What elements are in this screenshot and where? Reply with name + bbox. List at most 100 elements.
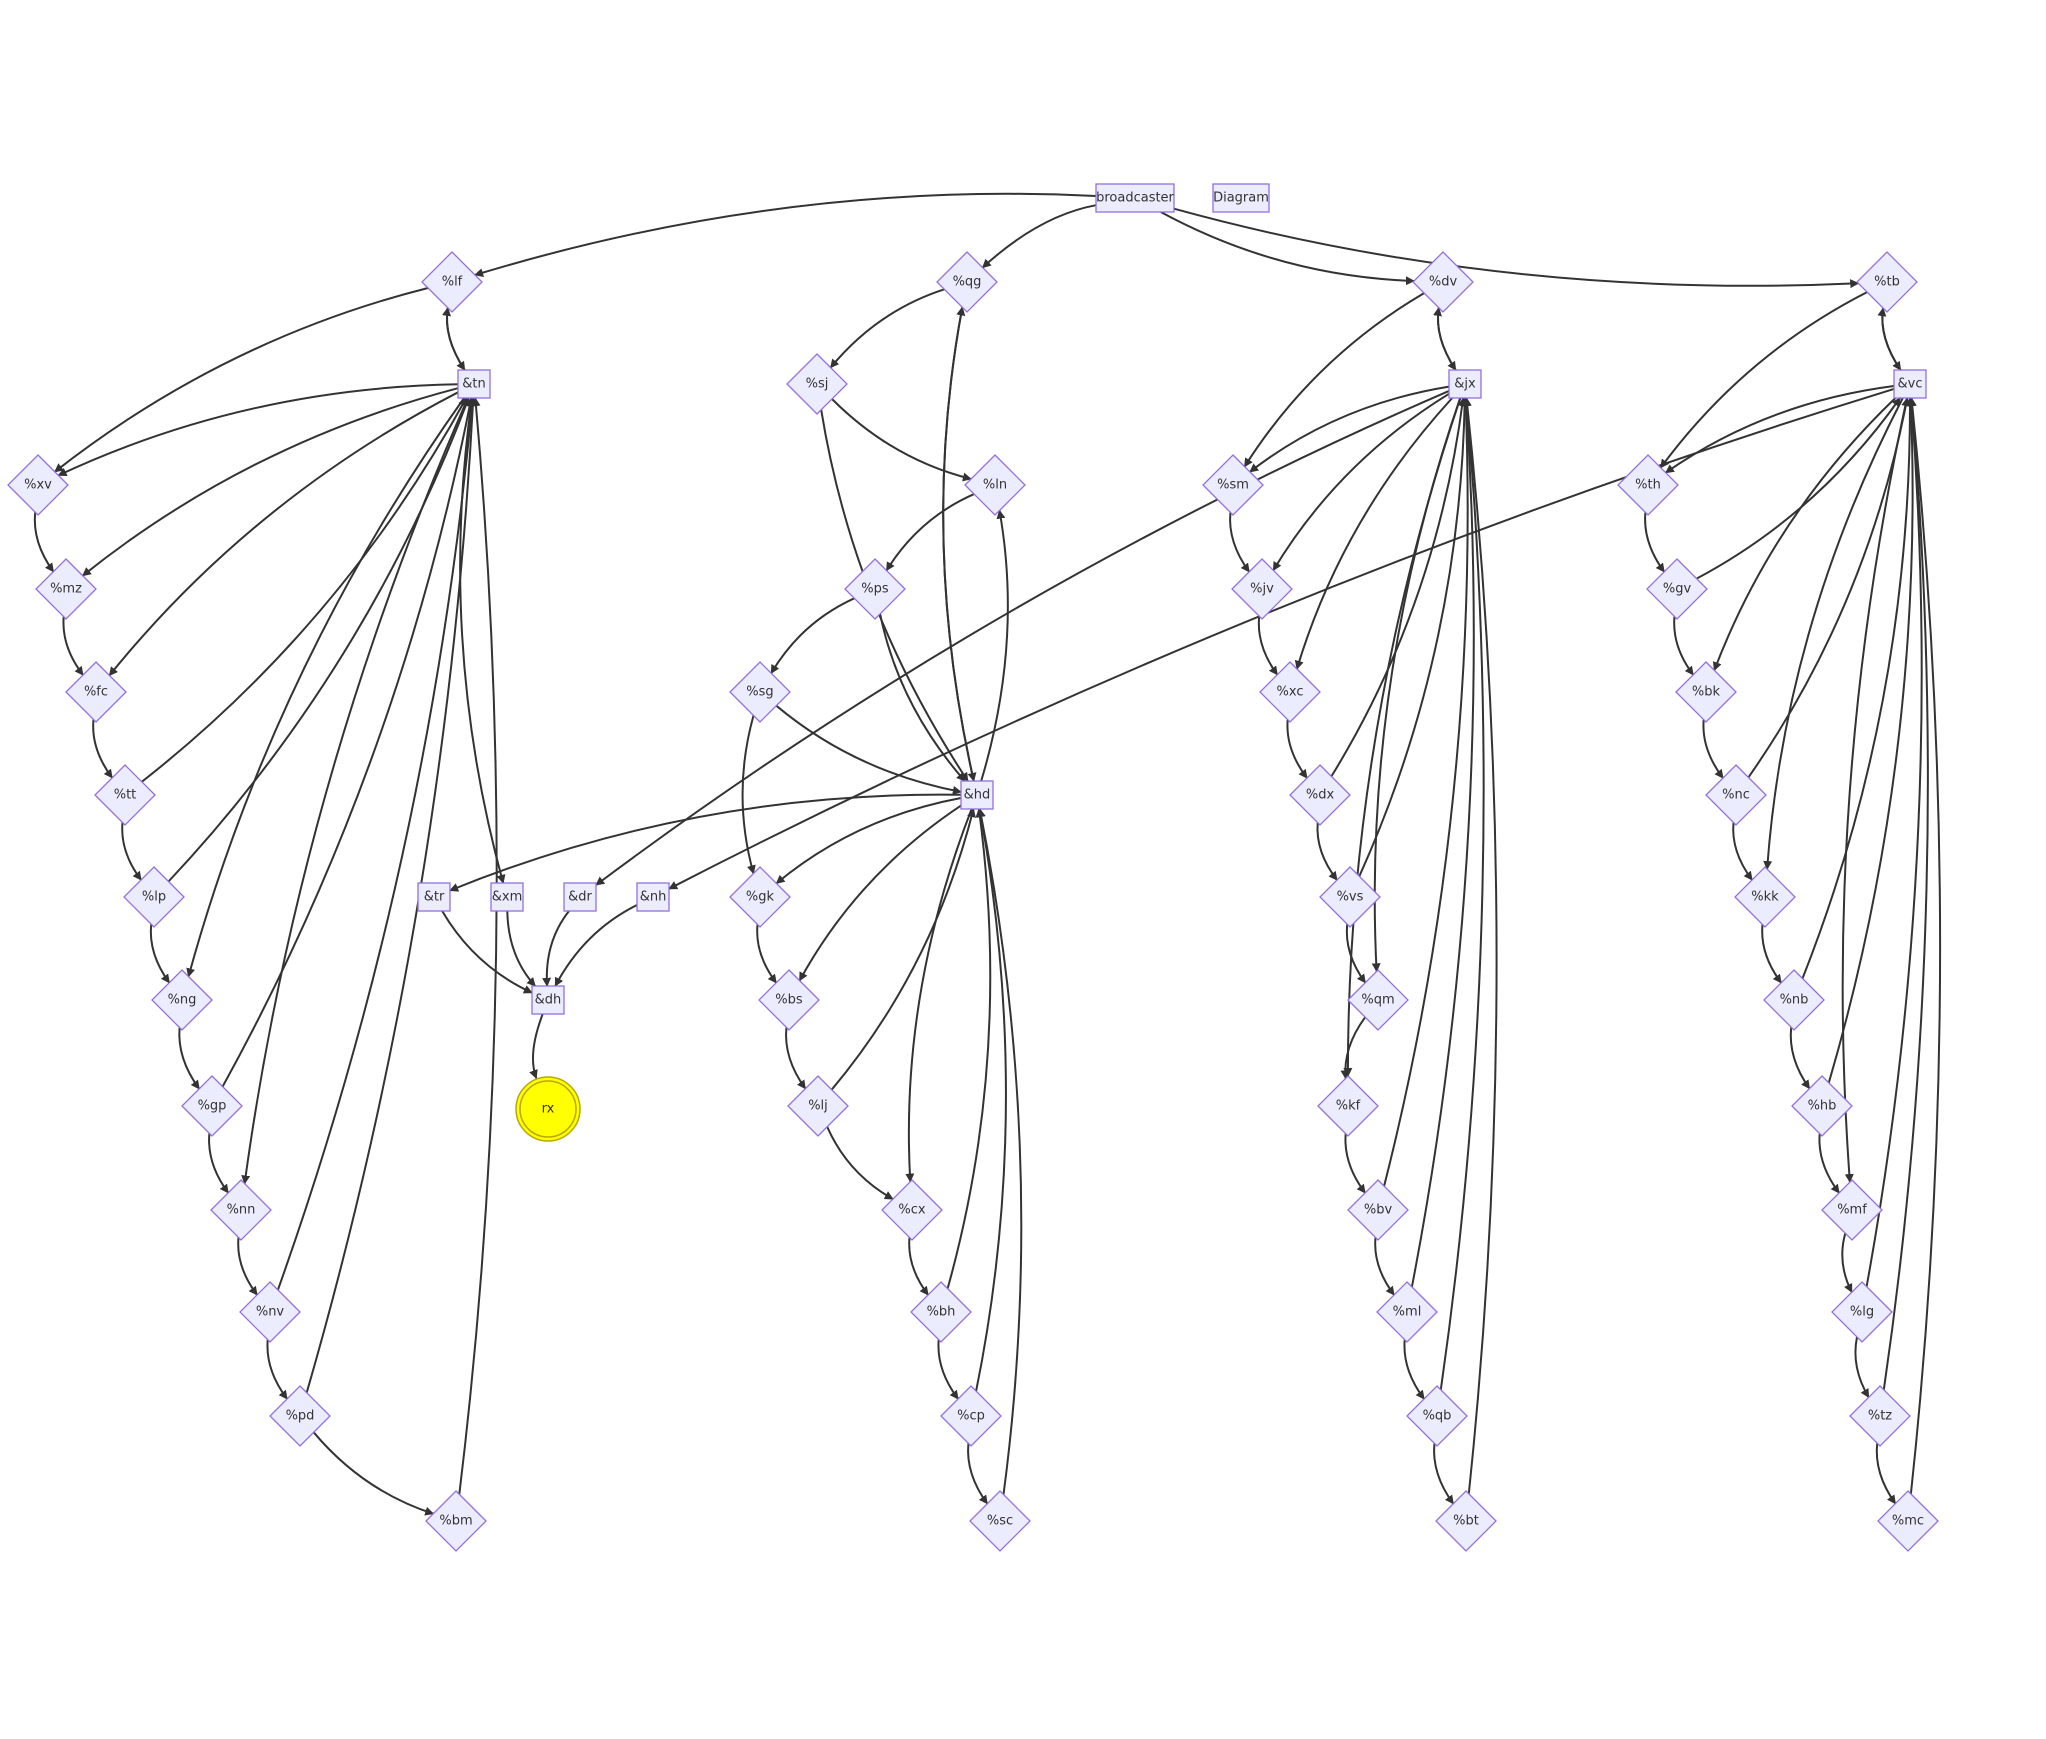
node-gv-shape (1646, 558, 1708, 620)
node-bs[interactable]: %bs (758, 969, 820, 1031)
node-mf[interactable]: %mf (1821, 1179, 1883, 1241)
node-jv-label: %jv (1250, 582, 1274, 597)
node-qg-shape (936, 251, 998, 313)
node-xm-shape (490, 882, 524, 912)
node-dx[interactable]: %dx (1289, 764, 1351, 826)
edge-lj-to-cx (826, 1126, 894, 1200)
edge-broadcaster-to-qg (981, 204, 1097, 269)
edge-hd-to-qg (942, 306, 975, 782)
node-pd[interactable]: %pd (269, 1385, 331, 1447)
node-vs[interactable]: %vs (1319, 866, 1381, 928)
node-cx[interactable]: %cx (881, 1179, 943, 1241)
edge-qm-to-kf (1340, 1016, 1367, 1080)
node-sc[interactable]: %sc (969, 1490, 1031, 1552)
node-sj-label: %sj (806, 377, 829, 392)
node-xc[interactable]: %xc (1259, 661, 1321, 723)
node-diagram[interactable]: Diagram (1212, 183, 1270, 213)
node-lf-label: %lf (442, 275, 463, 290)
node-tr[interactable]: &tr (417, 882, 451, 912)
node-bv[interactable]: %bv (1347, 1179, 1409, 1241)
node-qb[interactable]: %qb (1406, 1385, 1468, 1447)
node-tz[interactable]: %tz (1849, 1385, 1911, 1447)
node-dr[interactable]: &dr (563, 882, 597, 912)
node-ln[interactable]: %ln (964, 454, 1026, 516)
edge-tn-to-mz (81, 387, 459, 577)
node-jx[interactable]: &jx (1448, 369, 1482, 399)
node-lp[interactable]: %lp (123, 866, 185, 928)
edge-hd-to-bs (798, 804, 962, 982)
node-tn[interactable]: &tn (457, 369, 491, 399)
node-qg[interactable]: %qg (936, 251, 998, 313)
node-kk[interactable]: %kk (1734, 866, 1796, 928)
node-hd[interactable]: &hd (960, 780, 994, 810)
edge-mc-to-vc (1907, 397, 1942, 1495)
node-xm[interactable]: &xm (490, 882, 524, 912)
node-tt-label: %tt (114, 788, 137, 803)
node-kf[interactable]: %kf (1317, 1075, 1379, 1137)
node-nc[interactable]: %nc (1705, 764, 1767, 826)
node-lf[interactable]: %lf (421, 251, 483, 313)
node-bh[interactable]: %bh (910, 1281, 972, 1343)
node-bk-label: %bk (1692, 685, 1721, 700)
node-lg[interactable]: %lg (1831, 1281, 1893, 1343)
node-sg[interactable]: %sg (729, 661, 791, 723)
node-tb[interactable]: %tb (1856, 251, 1918, 313)
edge-lf-to-xv (54, 287, 429, 473)
node-lj[interactable]: %lj (787, 1075, 849, 1137)
node-xc-label: %xc (1277, 685, 1304, 700)
node-qm[interactable]: %qm (1347, 969, 1409, 1031)
node-mz-label: %mz (50, 582, 82, 597)
edge-sj-to-ln (831, 398, 972, 482)
node-tn-label: &tn (462, 377, 485, 392)
node-nh[interactable]: &nh (636, 882, 670, 912)
node-gv[interactable]: %gv (1646, 558, 1708, 620)
edge-vc-to-th (1664, 385, 1895, 474)
node-nv[interactable]: %nv (239, 1281, 301, 1343)
edge-nv-to-pd (266, 1339, 288, 1400)
node-sm[interactable]: %sm (1202, 454, 1264, 516)
node-broadcaster[interactable]: broadcaster (1095, 183, 1175, 213)
node-vc[interactable]: &vc (1893, 369, 1927, 399)
node-ps[interactable]: %ps (844, 558, 906, 620)
node-sj[interactable]: %sj (786, 353, 848, 415)
node-gk[interactable]: %gk (729, 866, 791, 928)
node-bk[interactable]: %bk (1675, 661, 1737, 723)
node-nb[interactable]: %nb (1763, 969, 1825, 1031)
node-xv[interactable]: %xv (7, 454, 69, 516)
node-bm[interactable]: %bm (425, 1490, 487, 1552)
node-qb-label: %qb (1423, 1409, 1452, 1424)
edge-dr-to-dh (542, 910, 570, 987)
node-nh-label: &nh (640, 890, 667, 905)
edge-ml-to-jx (1410, 397, 1475, 1288)
node-ln-shape (964, 454, 1026, 516)
node-cx-shape (881, 1179, 943, 1241)
node-mc[interactable]: %mc (1877, 1490, 1939, 1552)
node-nn[interactable]: %nn (210, 1179, 272, 1241)
node-mz[interactable]: %mz (35, 558, 97, 620)
node-fc[interactable]: %fc (65, 661, 127, 723)
node-gp-label: %gp (198, 1099, 227, 1114)
edge-kk-to-nb (1761, 924, 1783, 984)
edge-vc-to-bk (1712, 397, 1897, 672)
node-broadcaster-shape (1095, 183, 1175, 213)
node-ng[interactable]: %ng (151, 969, 213, 1031)
node-cp[interactable]: %cp (940, 1385, 1002, 1447)
node-dv-shape (1412, 251, 1474, 313)
node-bt[interactable]: %bt (1435, 1490, 1497, 1552)
edge-jx-to-qm (1371, 397, 1462, 973)
edge-hd-to-cx (905, 808, 973, 1183)
node-rx[interactable]: rx (515, 1076, 581, 1142)
node-jv-shape (1231, 558, 1293, 620)
node-dv[interactable]: %dv (1412, 251, 1474, 313)
node-ml[interactable]: %ml (1376, 1281, 1438, 1343)
edge-tr-to-dh (441, 910, 533, 994)
edge-tn-to-fc (108, 391, 459, 677)
node-th[interactable]: %th (1617, 454, 1679, 516)
node-jv[interactable]: %jv (1231, 558, 1293, 620)
node-hb[interactable]: %hb (1791, 1075, 1853, 1137)
node-dh[interactable]: &dh (531, 985, 565, 1015)
node-tt[interactable]: %tt (94, 764, 156, 826)
node-gp[interactable]: %gp (181, 1075, 243, 1137)
edge-broadcaster-to-dv (1160, 211, 1415, 286)
node-sj-shape (786, 353, 848, 415)
